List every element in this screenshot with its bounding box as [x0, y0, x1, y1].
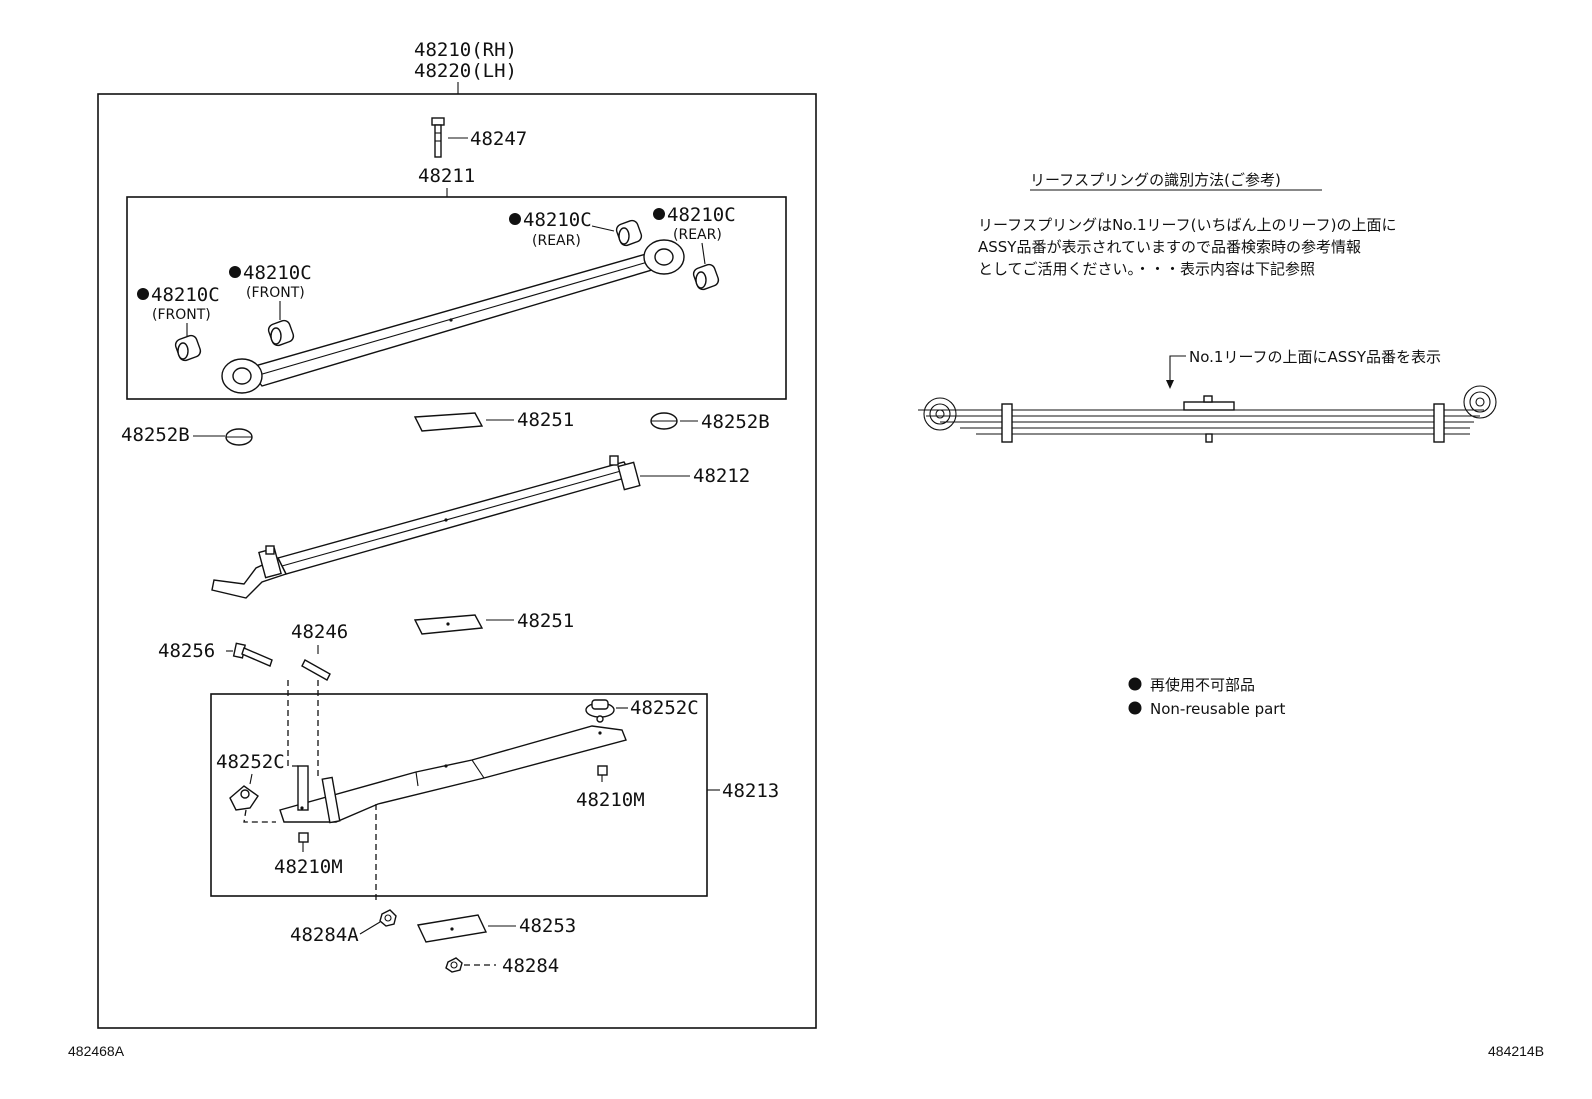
label-front-2: (FRONT)	[246, 285, 305, 301]
label-48210m-left: 48210M	[274, 856, 343, 878]
label-48213: 48213	[722, 780, 779, 802]
label-rear-2: (REAR)	[673, 227, 722, 243]
non-reusable-mark	[137, 288, 149, 300]
bushing-rear-2	[692, 263, 720, 291]
label-rear-1: (REAR)	[532, 233, 581, 249]
info-line-3: としてご活用ください。・・・表示内容は下記参照	[978, 260, 1315, 278]
clip-48252c-left	[229, 785, 259, 811]
label-48253: 48253	[519, 915, 576, 937]
guide-bolt	[287, 680, 302, 767]
callout-text: No.1リーフの上面にASSY品番を表示	[1189, 348, 1441, 366]
label-48252c-left: 48252C	[216, 751, 285, 773]
plate-center-mark	[450, 927, 454, 931]
info-title: リーフスプリングの識別方法(ご参考)	[1030, 171, 1281, 189]
cap-48252b-right	[650, 412, 678, 430]
bushing-front-1	[174, 334, 202, 362]
callout-arrow	[1166, 380, 1174, 389]
leaf-48213	[279, 725, 627, 824]
info-line-1: リーフスプリングはNo.1リーフ(いちばん上のリーフ)の上面に	[978, 216, 1396, 234]
bolt-48256	[232, 642, 273, 667]
ref-code-right: 484214B	[1488, 1043, 1544, 1059]
info-line-2: ASSY品番が表示されていますので品番検索時の参考情報	[978, 238, 1361, 256]
nut-48210m-right	[597, 765, 608, 782]
leader-rear-1	[591, 225, 615, 232]
non-reusable-mark	[229, 266, 241, 278]
legend-mark-jp	[1128, 677, 1142, 691]
guide-clip	[243, 809, 276, 823]
label-front-1: (FRONT)	[152, 307, 211, 323]
label-48252b-right: 48252B	[701, 411, 770, 433]
label-48246: 48246	[291, 621, 348, 643]
legend-en: Non-reusable part	[1150, 700, 1285, 718]
label-48252b-left: 48252B	[121, 424, 190, 446]
callout-leader	[1169, 355, 1186, 384]
leader-rear-2	[701, 242, 706, 265]
legend-jp: 再使用不可部品	[1150, 676, 1255, 694]
cap-48252b-left	[225, 428, 253, 446]
pin-48246	[301, 659, 331, 681]
label-48212: 48212	[693, 465, 750, 487]
label-48284a: 48284A	[290, 924, 359, 946]
label-48256: 48256	[158, 640, 215, 662]
leaf-48213-frame	[210, 693, 708, 897]
legend-mark-en	[1128, 701, 1142, 715]
label-48211: 48211	[418, 165, 475, 187]
label-48251-mid: 48251	[517, 610, 574, 632]
leaf-48211-frame	[126, 196, 787, 400]
leaf-spring-side-view	[918, 385, 1497, 443]
assy-label-rh: 48210(RH)	[414, 39, 517, 61]
bushing-rear-1	[615, 219, 643, 247]
label-48284: 48284	[502, 955, 559, 977]
pad-48251-top	[413, 412, 484, 432]
label-48251-top: 48251	[517, 409, 574, 431]
main-leaf-48211	[221, 239, 685, 394]
bushing-front-2	[267, 319, 295, 347]
leaf-48212	[211, 455, 641, 599]
label-48210m-right: 48210M	[576, 789, 645, 811]
assy-label-lh: 48220(LH)	[414, 60, 517, 82]
non-reusable-mark	[653, 208, 665, 220]
assembly-frame	[97, 93, 817, 1029]
ref-code-left: 482468A	[68, 1043, 125, 1059]
label-48210c-front-1: 48210C	[151, 284, 220, 306]
leader-48284a	[359, 921, 381, 935]
bolt-48247	[431, 117, 445, 158]
clip-48252c-right	[585, 699, 615, 723]
label-48247: 48247	[470, 128, 527, 150]
non-reusable-mark	[509, 213, 521, 225]
label-48210c-front-2: 48210C	[243, 262, 312, 284]
pad-center-mark	[446, 622, 450, 626]
nut-48210m-left	[298, 832, 309, 843]
label-48210c-rear-1: 48210C	[523, 209, 592, 231]
label-48252c-right: 48252C	[630, 697, 699, 719]
leader-48252c-left	[249, 773, 253, 785]
nut-48284	[445, 957, 463, 973]
label-48210c-rear-2: 48210C	[667, 204, 736, 226]
nut-48284a	[379, 909, 397, 927]
